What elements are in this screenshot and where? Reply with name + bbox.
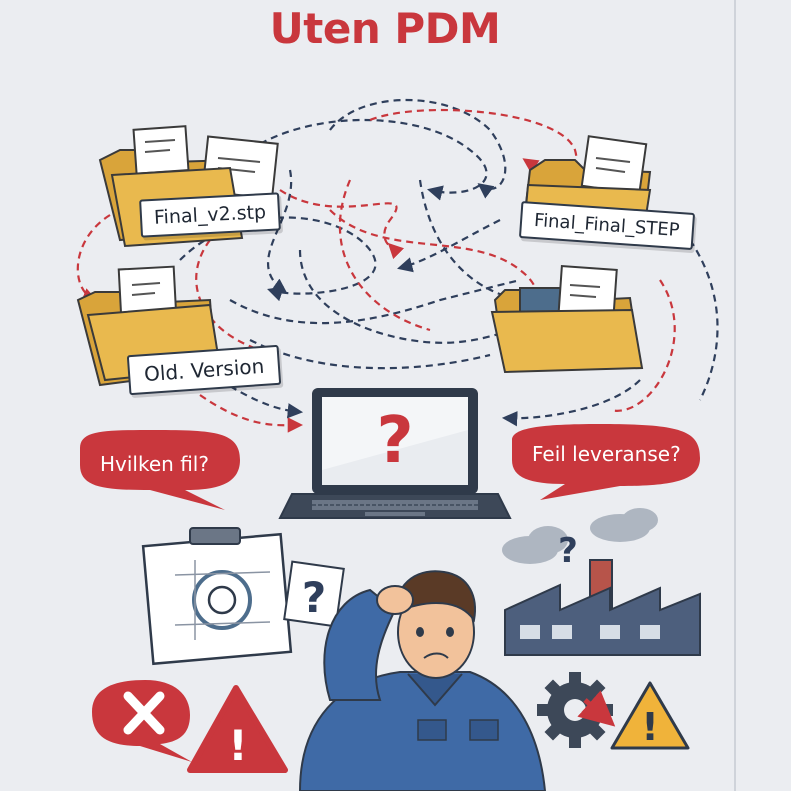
bubble-text-right: Feil leveranse?	[532, 442, 681, 466]
cloud-icon	[502, 508, 658, 564]
folder-icon-mid-right	[490, 265, 644, 374]
file-label-top-left: Final_v2.stp	[139, 192, 281, 238]
error-x-icon	[92, 680, 192, 762]
factory-icon	[504, 559, 701, 656]
speech-bubble-left	[80, 430, 240, 510]
clipboard-drawing-icon	[141, 527, 345, 666]
gear-icon	[537, 672, 616, 748]
warning-icon-left	[187, 685, 288, 773]
confused-engineer-icon	[298, 570, 547, 791]
laptop-icon	[278, 388, 512, 519]
clipboard-question-mark: ?	[302, 573, 326, 622]
speech-bubble-right	[512, 424, 700, 500]
laptop-question-mark: ?	[376, 404, 413, 478]
bubble-text-left: Hvilken fil?	[100, 452, 209, 476]
factory-question-mark: ?	[558, 531, 578, 571]
warning-right-mark: !	[641, 705, 658, 749]
warning-icon-right	[610, 681, 690, 750]
page-title: Uten PDM	[269, 4, 501, 53]
page-divider	[734, 0, 736, 791]
folder-icon-top-right	[523, 135, 652, 224]
warning-left-mark: !	[228, 721, 247, 770]
